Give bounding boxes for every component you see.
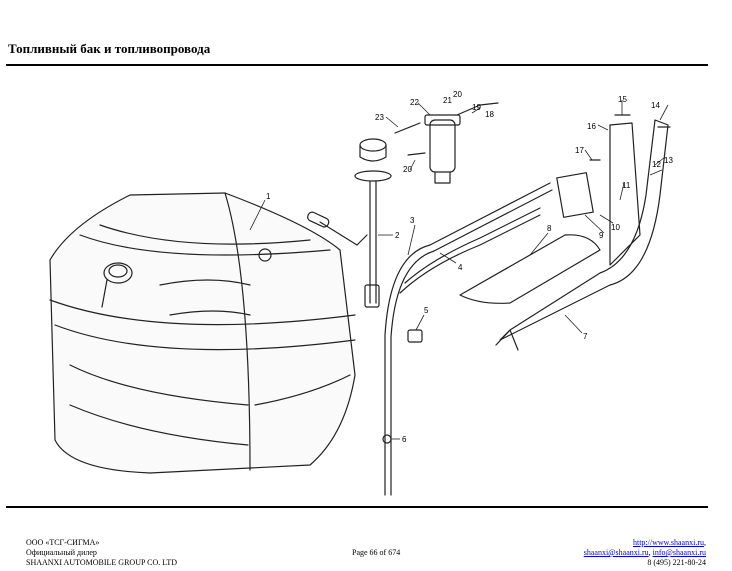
callout-12: 12 — [652, 160, 661, 169]
callout-20-bottom: 20 — [403, 165, 412, 174]
callout-19: 19 — [472, 103, 481, 112]
callout-18: 18 — [485, 110, 494, 119]
callout-13: 13 — [664, 156, 673, 165]
footer-phone: 8 (495) 221-80-24 — [647, 558, 706, 567]
footer-group: SHAANXI AUTOMOBILE GROUP CO. LTD — [26, 558, 178, 567]
callout-10: 10 — [611, 223, 620, 232]
footer-company: ООО «ТСГ-СИГМА» — [26, 538, 100, 547]
page-number: Page 66 of 674 — [352, 548, 401, 557]
callout-4: 4 — [458, 263, 463, 272]
email-link-shaanxi[interactable]: shaanxi@shaanxi.ru — [583, 548, 649, 557]
callout-17: 17 — [575, 146, 584, 155]
callout-15: 15 — [618, 95, 627, 104]
callout-11: 11 — [622, 181, 631, 190]
website-link[interactable]: http://www.shaanxi.ru — [632, 538, 704, 547]
callout-7: 7 — [583, 332, 588, 341]
callout-14: 14 — [651, 101, 660, 110]
callout-9: 9 — [599, 231, 604, 240]
footer-company-block: ООО «ТСГ-СИГМА» Официальный дилер SHAANX… — [26, 538, 177, 568]
callout-23: 23 — [375, 113, 384, 122]
callout-5: 5 — [424, 306, 429, 315]
fuel-filter — [394, 102, 499, 184]
fuel-level-sender — [307, 138, 392, 308]
callout-21: 21 — [443, 96, 452, 105]
footer-contacts-block: http://www.shaanxi.ru, shaanxi@shaanxi.r… — [583, 538, 706, 567]
callout-3: 3 — [410, 216, 415, 225]
fuel-lines — [384, 182, 553, 496]
header-divider — [6, 64, 708, 66]
footer-divider — [6, 506, 708, 508]
page-title: Топливный бак и топливопровода — [8, 41, 211, 56]
diagram-canvas: 1 2 3 4 5 6 7 8 9 10 11 12 13 14 15 16 1… — [49, 90, 673, 496]
callout-6: 6 — [402, 435, 407, 444]
callout-1: 1 — [266, 192, 271, 201]
fuel-tank — [49, 192, 356, 474]
callout-22: 22 — [410, 98, 419, 107]
callout-20-top: 20 — [453, 90, 462, 99]
callout-16: 16 — [587, 122, 596, 131]
tank-straps — [382, 114, 671, 444]
footer-dealer: Официальный дилер — [26, 548, 97, 557]
callout-2: 2 — [395, 231, 400, 240]
email-link-info[interactable]: info@shaanxi.ru — [652, 548, 706, 557]
fuel-tank-exploded-diagram: 1 2 3 4 5 6 7 8 9 10 11 12 13 14 15 16 1… — [10, 75, 706, 500]
callout-8: 8 — [547, 224, 552, 233]
